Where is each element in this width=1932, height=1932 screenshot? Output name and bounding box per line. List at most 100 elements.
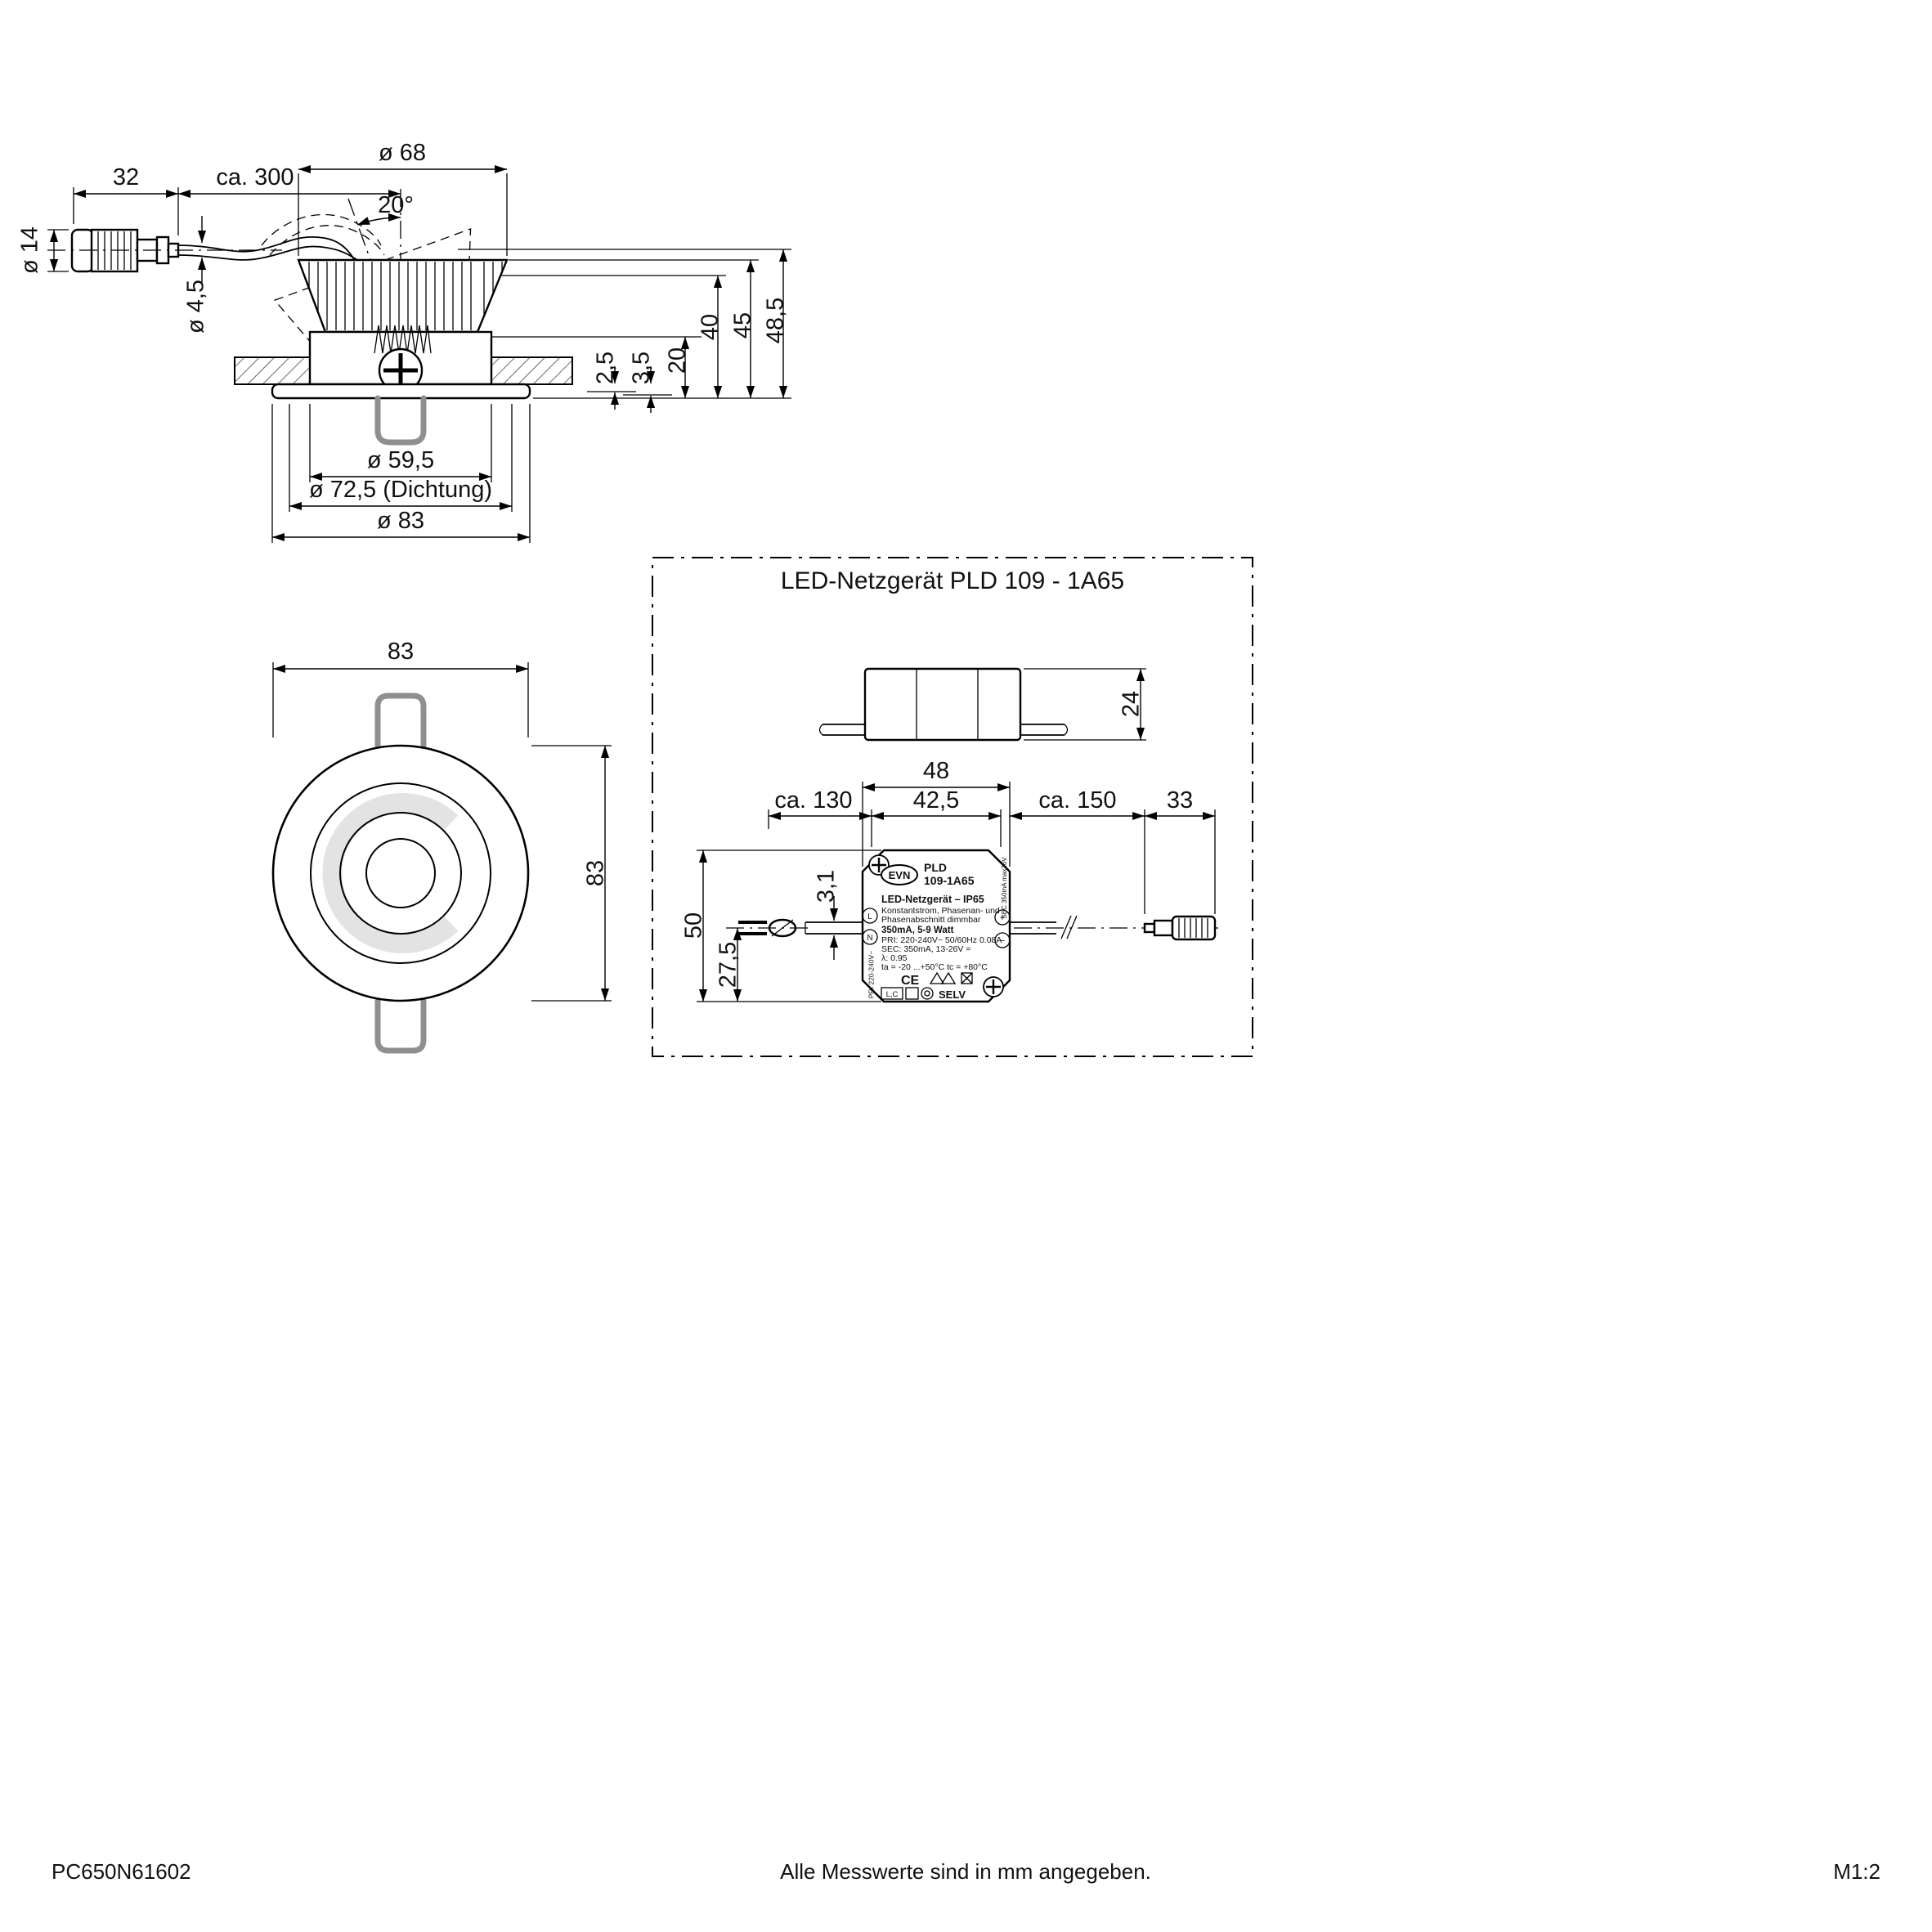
psu-model-line1: PLD [924,861,947,874]
front-view: 83 83 [271,639,612,1054]
psu-octagon: EVN PLD 109-1A65 LED-Netzgerät – IP65 Ko… [861,849,1011,1003]
dim-ca130-label: ca. 130 [774,787,852,814]
dim-425: 42,5 [871,787,1002,847]
dim-diameters-bottom: ø 59,5 ø 72,5 (Dichtung) ø 83 [271,404,531,543]
evn-logo-oval [881,864,918,885]
supply-cable [47,213,385,261]
psu-sec-side-text: SEC 350mA max26V [1001,857,1008,919]
bezel-circle [310,782,491,964]
terminal-n-label: N [867,934,872,943]
double-circle-icon-inner [924,990,930,997]
terminal-l [862,908,878,924]
dim-275: 27,5 [715,927,811,1002]
double-circle-icon [921,987,934,1000]
footer-doc-number: PC650N61602 [52,1859,191,1884]
dim-20-label: 20 [665,347,691,374]
dim-24: 24 [1024,668,1146,741]
dim-40-label: 40 [697,314,724,340]
box-icon [905,987,919,1000]
mounting-spring-clip [374,395,427,446]
dim-dia595-label: ø 59,5 [367,447,434,473]
ce-mark: CE [901,974,920,988]
dim-32-ca300: 32 ca. 300 [73,164,401,235]
dim-33: 33 [1145,787,1216,914]
terminal-minus-label: − [1000,936,1005,946]
dim-dia83-label: ø 83 [377,508,424,534]
dim-50: 50 [681,849,881,1002]
dim-275-label: 27,5 [715,942,742,988]
dim-details: 2,5 3,5 20 [491,336,702,413]
triangle-icon [929,971,945,984]
clip-top [374,693,427,749]
terminal-minus [994,932,1011,948]
psu-lambda: λ: 0.95 [881,953,908,963]
cable-break-mark-2 [1066,915,1078,939]
psu-type-line: LED-Netzgerät – IP65 [881,894,984,905]
dim-45-label: 45 [730,312,756,338]
psu-pri: PRI: 220-240V~ 50/60Hz 0.08A [881,935,1002,945]
dim-width-83: 83 [272,639,529,737]
dim-ca150: ca. 150 [1010,787,1145,914]
dim-dia14: ø 14 [17,226,69,274]
psu-pri-side-text: PRI 220-240V~ [867,951,875,998]
dim-dia68: ø 68 [298,140,508,256]
side-view: 20° [17,140,791,543]
dim-height-83: 83 [531,745,612,1002]
terminal-l-label: L [867,912,872,921]
ceiling-section [234,356,573,385]
dim-31-label: 3,1 [814,870,840,903]
tilt-angle-label: 20° [378,192,414,218]
psu-sec: SEC: 350mA, 13-26V = [881,944,970,954]
psu-temp: ta = -20 ...+50°C tc = +80°C [881,962,988,972]
psu-screw-bottomright [983,976,1004,997]
bin-crossed-icon [961,972,973,984]
cable-tilted-dashed-2 [269,225,385,256]
evn-logo-text: EVN [889,869,911,881]
front-height-label: 83 [583,860,609,886]
dim-48: 48 [862,758,1011,867]
terminal-plus-label: + [1000,913,1005,923]
dim-ca130: ca. 130 [768,787,872,829]
lc-box-icon [881,987,903,1000]
selv-mark: SELV [939,988,966,1001]
dim-425-label: 42,5 [913,787,959,814]
psu-side-view [818,667,1069,742]
psu-desc2: Phasenabschnitt dimmbar [881,915,981,925]
ceiling-right [491,356,573,385]
triangle-icon-2 [940,971,957,984]
terminal-n [862,929,878,945]
output-connector [1143,915,1217,941]
dim-dia14-label: ø 14 [17,226,43,274]
dim-25-label: 2,5 [593,352,619,384]
dim-35-label: 3,5 [629,352,655,384]
psu-section: LED-Netzgerät PLD 109 - 1A65 24 48 [652,557,1253,1057]
coil-spring [374,325,432,354]
footer: PC650N61602 Alle Messwerte sind in mm an… [52,1859,1880,1884]
footer-scale: M1:2 [1833,1859,1880,1884]
psu-power: 350mA, 5-9 Watt [881,926,954,935]
ceiling-left [234,356,311,385]
dim-50-label: 50 [681,912,707,939]
footer-note: Alle Messwerte sind in mm angegeben. [780,1859,1151,1884]
psu-title: LED-Netzgerät PLD 109 - 1A65 [781,567,1124,594]
dim-dia45-label: ø 4,5 [183,280,209,334]
lc-box-text: L,C [886,990,899,999]
dim-dia45: ø 4,5 [183,216,209,334]
dim-31: 3,1 [814,870,840,960]
terminal-plus [994,909,1011,926]
psu-model-line2: 109-1A65 [924,874,975,887]
dim-dia725-label: ø 72,5 (Dichtung) [309,477,492,503]
dim-33-label: 33 [1167,787,1193,814]
lens-circle [365,838,436,908]
dim-24-label: 24 [1118,691,1145,717]
front-width-label: 83 [388,639,414,665]
dim-48-label: 48 [923,758,949,784]
gimbal-circle [339,812,462,935]
dim-485-label: 48,5 [763,298,789,343]
dim-heights: 40 45 48,5 [458,249,791,399]
flange-outer-circle [271,744,530,1002]
recessed-housing [308,325,493,393]
dim-32-label: 32 [113,164,139,191]
cable-break-mark [1060,915,1072,939]
